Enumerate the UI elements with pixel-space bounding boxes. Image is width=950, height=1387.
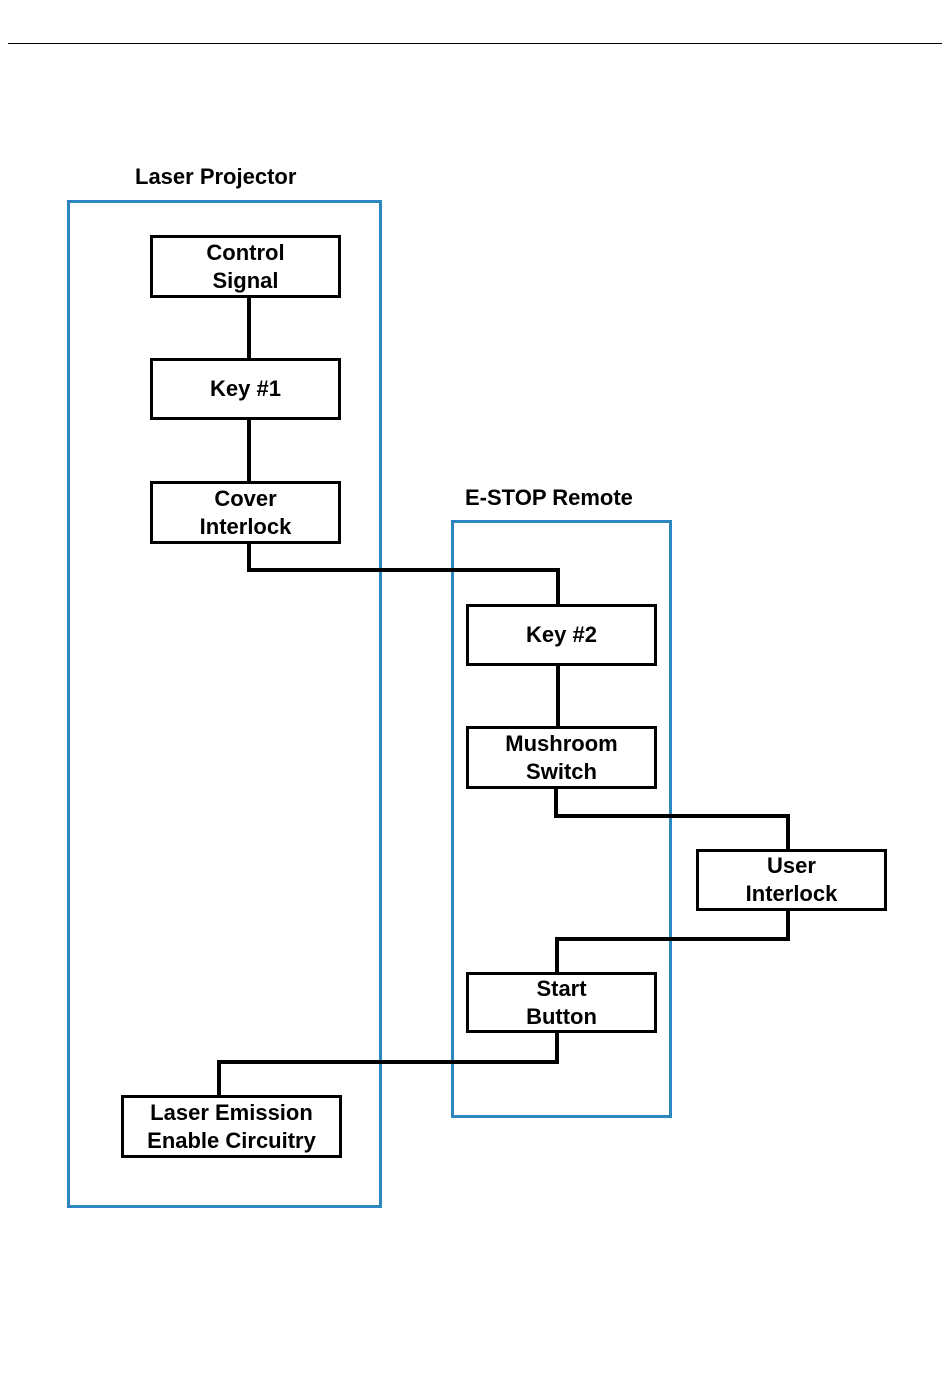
wire-user-start-h — [555, 937, 790, 941]
wire-start-emission-h — [217, 1060, 559, 1064]
wire-key1-cover — [247, 419, 251, 482]
control-signal-line2: Signal — [212, 267, 278, 295]
wire-cover-key2-v1 — [247, 543, 251, 571]
mushroom-switch-node: Mushroom Switch — [466, 726, 657, 789]
wire-control-key1 — [247, 297, 251, 359]
wire-start-emission-v1 — [555, 1032, 559, 1063]
wire-cover-key2-h — [247, 568, 560, 572]
laser-projector-group — [67, 200, 382, 1208]
laser-emission-node: Laser Emission Enable Circuitry — [121, 1095, 342, 1158]
key1-node: Key #1 — [150, 358, 341, 420]
laser-projector-title: Laser Projector — [135, 164, 296, 190]
cover-interlock-line1: Cover — [214, 485, 276, 513]
page-header-rule — [8, 43, 942, 44]
wire-user-start-v1 — [786, 910, 790, 940]
mushroom-switch-line1: Mushroom — [505, 730, 617, 758]
mushroom-switch-line2: Switch — [526, 758, 597, 786]
cover-interlock-node: Cover Interlock — [150, 481, 341, 544]
wire-mushroom-user-v1 — [554, 788, 558, 817]
user-interlock-line2: Interlock — [746, 880, 838, 908]
control-signal-node: Control Signal — [150, 235, 341, 298]
cover-interlock-line2: Interlock — [200, 513, 292, 541]
user-interlock-node: User Interlock — [696, 849, 887, 911]
wire-start-emission-v2 — [217, 1060, 221, 1096]
key1-label: Key #1 — [210, 375, 281, 403]
control-signal-line1: Control — [206, 239, 284, 267]
wire-user-start-v2 — [555, 937, 559, 973]
wire-mushroom-user-h — [554, 814, 790, 818]
laser-emission-line2: Enable Circuitry — [147, 1127, 316, 1155]
wire-cover-key2-v2 — [556, 568, 560, 605]
key2-node: Key #2 — [466, 604, 657, 666]
laser-emission-line1: Laser Emission — [150, 1099, 313, 1127]
key2-label: Key #2 — [526, 621, 597, 649]
estop-remote-title: E-STOP Remote — [465, 485, 633, 511]
user-interlock-line1: User — [767, 852, 816, 880]
wire-key2-mushroom — [556, 665, 560, 727]
start-button-line1: Start — [536, 975, 586, 1003]
start-button-line2: Button — [526, 1003, 597, 1031]
start-button-node: Start Button — [466, 972, 657, 1033]
wire-mushroom-user-v2 — [786, 814, 790, 851]
